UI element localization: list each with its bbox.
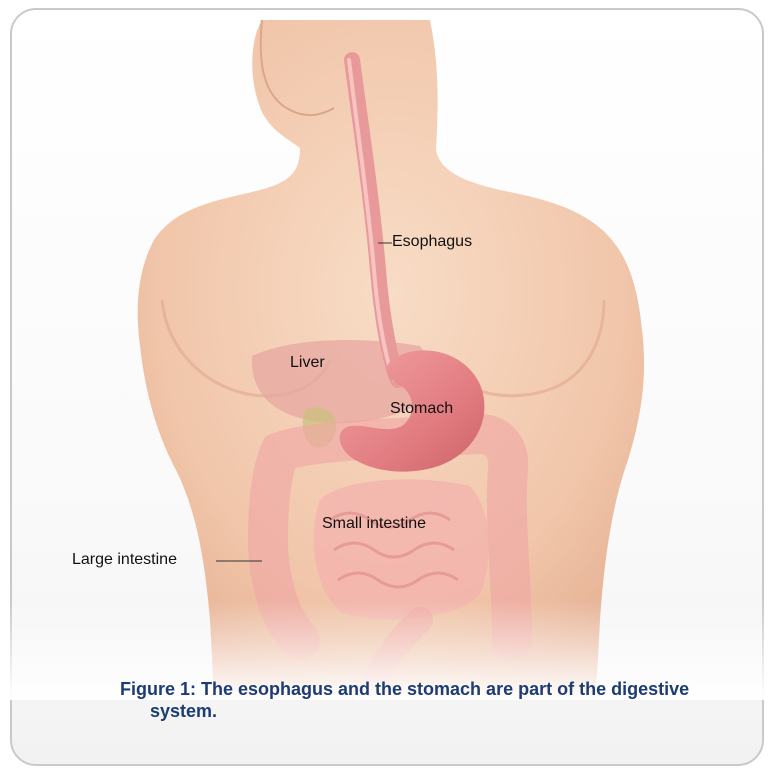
caption-line-2: system. — [120, 700, 760, 722]
liver-label: Liver — [290, 354, 325, 372]
figure-caption: Figure 1: The esophagus and the stomach … — [120, 678, 760, 722]
large-intestine-label: Large intestine — [72, 551, 177, 569]
stomach-label: Stomach — [390, 400, 453, 418]
esophagus-label: Esophagus — [392, 233, 472, 251]
caption-line-1: Figure 1: The esophagus and the stomach … — [120, 678, 760, 700]
small-intestine-label: Small intestine — [322, 515, 426, 533]
digestive-system-illustration — [0, 0, 774, 700]
small-intestine-organ — [314, 479, 489, 619]
